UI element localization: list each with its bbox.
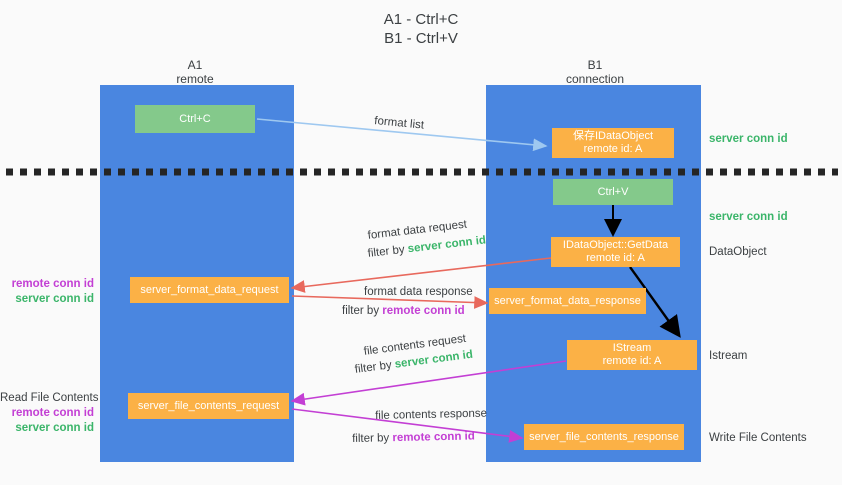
box-save-idataobject[interactable]: 保存IDataObject remote id: A: [552, 128, 674, 158]
box-ctrl-v-label: Ctrl+V: [597, 185, 629, 198]
edge-label-format-data-request-filter-prefix: filter by: [367, 243, 409, 260]
edge-label-file-contents-response-filter: filter by remote conn id: [352, 429, 475, 447]
left-label-group1-server: server conn id: [15, 293, 94, 305]
edge-label-file-contents-response-filter-prefix: filter by: [352, 432, 393, 445]
edge-label-format-data-response-text: format data response: [364, 286, 473, 298]
title-line-1: A1 - Ctrl+C: [383, 11, 459, 28]
title-line-2: B1 - Ctrl+V: [384, 30, 458, 47]
box-istream[interactable]: IStream remote id: A: [567, 340, 697, 370]
column-header-b1-name: B1: [587, 58, 603, 72]
right-label-server-conn-id-2-text: server conn id: [709, 211, 788, 223]
right-label-server-conn-id-1-text: server conn id: [709, 133, 788, 145]
right-label-dataobject-text: DataObject: [709, 246, 767, 258]
edge-label-format-list: format list: [374, 114, 425, 134]
edge-label-format-data-response-filter-key: remote conn id: [382, 305, 465, 317]
edge-label-format-data-response-filter: filter by remote conn id: [342, 304, 465, 319]
box-ctrl-v[interactable]: Ctrl+V: [553, 179, 673, 205]
column-header-a1-name: A1: [187, 58, 203, 72]
left-label-group-format: remote conn id server conn id: [0, 277, 94, 307]
right-label-dataobject: DataObject: [709, 245, 767, 260]
box-server-format-data-request-label: server_format_data_request: [140, 283, 279, 296]
right-label-write-file-contents: Write File Contents: [709, 431, 807, 446]
box-server-format-data-response-label: server_format_data_response: [494, 294, 641, 307]
box-server-format-data-request[interactable]: server_format_data_request: [130, 277, 289, 303]
edge-label-format-data-response-filter-prefix: filter by: [342, 305, 383, 317]
box-ctrl-c[interactable]: Ctrl+C: [135, 105, 255, 133]
box-idataobject-getdata-label: IDataObject::GetData remote id: A: [562, 239, 669, 264]
box-idataobject-getdata[interactable]: IDataObject::GetData remote id: A: [551, 237, 680, 267]
edge-label-file-contents-response-text: file contents response: [375, 407, 488, 422]
edge-label-file-contents-response-filter-key: remote conn id: [392, 430, 475, 445]
right-label-istream: Istream: [709, 349, 747, 364]
column-header-b1: B1 connection: [530, 58, 660, 86]
left-label-group1-remote: remote conn id: [11, 278, 94, 290]
box-save-idataobject-label: 保存IDataObject remote id: A: [572, 130, 654, 155]
left-label-group-file: Read File Contents remote conn id server…: [0, 391, 99, 436]
box-ctrl-c-label: Ctrl+C: [179, 112, 211, 125]
edge-label-file-contents-request-filter-prefix: filter by: [354, 358, 396, 376]
right-label-write-file-contents-text: Write File Contents: [709, 432, 807, 444]
right-label-server-conn-id-1: server conn id: [709, 132, 788, 147]
column-header-a1: A1 remote: [130, 58, 260, 86]
column-header-b1-sub: connection: [565, 72, 625, 86]
box-server-format-data-response[interactable]: server_format_data_response: [489, 288, 646, 314]
box-istream-label: IStream remote id: A: [602, 342, 662, 367]
box-server-file-contents-response[interactable]: server_file_contents_response: [524, 424, 684, 450]
box-server-file-contents-request[interactable]: server_file_contents_request: [128, 393, 289, 419]
box-server-file-contents-request-label: server_file_contents_request: [137, 399, 280, 412]
column-header-a1-sub: remote: [176, 72, 214, 86]
edge-label-format-data-response: format data response: [364, 285, 473, 300]
edge-label-format-list-text: format list: [373, 114, 425, 132]
right-label-istream-text: Istream: [709, 350, 748, 362]
left-label-group2-remote: remote conn id: [11, 407, 94, 419]
right-label-server-conn-id-2: server conn id: [709, 210, 788, 225]
left-label-group2-server: server conn id: [15, 422, 94, 434]
edge-label-file-contents-response: file contents response: [375, 407, 487, 424]
box-server-file-contents-response-label: server_file_contents_response: [529, 430, 679, 443]
left-label-read-file-contents: Read File Contents: [0, 392, 99, 404]
page-title: A1 - Ctrl+C B1 - Ctrl+V: [0, 10, 842, 48]
